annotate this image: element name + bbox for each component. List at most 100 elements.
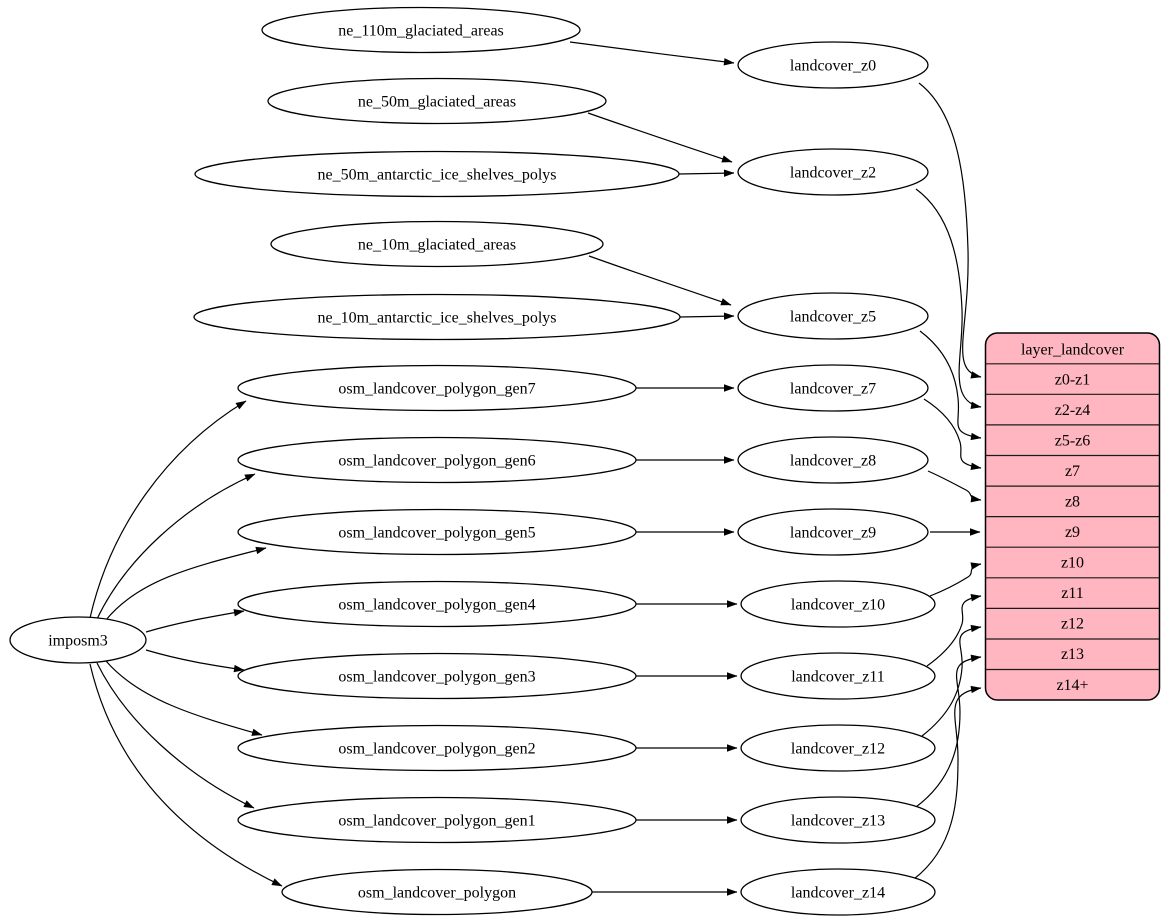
edge-ne50m-antarctic-to-z2	[678, 169, 735, 177]
node-landcover-z12-label: landcover_z12	[791, 741, 885, 758]
node-osm-landcover-polygon-gen5: osm_landcover_polygon_gen5	[237, 508, 637, 556]
edge-z2-to-row-z2-z4	[915, 188, 982, 409]
node-landcover-z0: landcover_z0	[737, 41, 929, 89]
node-landcover-z13: landcover_z13	[740, 796, 936, 844]
node-landcover-z9-shape	[737, 508, 929, 556]
node-landcover-z9-label: landcover_z9	[790, 525, 876, 542]
node-landcover-z11: landcover_z11	[740, 652, 936, 700]
node-landcover-z9: landcover_z9	[737, 508, 929, 556]
edge-z7-to-row-z7	[923, 398, 982, 470]
record-row-z12: z12	[1061, 616, 1084, 633]
edge-imposm3-to-gen1	[96, 662, 255, 809]
node-imposm3: imposm3	[9, 616, 147, 664]
record-row-z7: z7	[1065, 463, 1080, 480]
node-landcover-z5: landcover_z5	[737, 292, 929, 340]
node-landcover-z14-shape	[740, 868, 936, 916]
node-osm-landcover-polygon-gen6-shape	[237, 436, 637, 484]
node-landcover-z7-shape	[737, 364, 929, 412]
node-osm-landcover-polygon-gen1-label: osm_landcover_polygon_gen1	[338, 813, 535, 830]
record-row-z0-z1: z0-z1	[1055, 372, 1091, 389]
node-ne-50m-glaciated-areas-label: ne_50m_glaciated_areas	[358, 94, 516, 111]
node-ne-10m-antarctic-ice-shelves-polys: ne_10m_antarctic_ice_shelves_polys	[193, 293, 681, 341]
node-osm-landcover-polygon-label: osm_landcover_polygon	[358, 885, 516, 902]
edge-ne10m-antarctic-to-z5	[679, 312, 735, 320]
edge-imposm3-to-gen3	[145, 649, 245, 673]
node-landcover-z10-label: landcover_z10	[791, 597, 885, 614]
node-ne-10m-antarctic-ice-shelves-polys-label: ne_10m_antarctic_ice_shelves_polys	[317, 310, 556, 327]
node-landcover-z5-shape	[737, 292, 929, 340]
node-osm-landcover-polygon-gen3-shape	[237, 652, 637, 700]
node-osm-landcover-polygon-gen5-shape	[237, 508, 637, 556]
edge-ne50m-glaciated-to-z2	[587, 112, 733, 163]
node-landcover-z11-shape	[740, 652, 936, 700]
record-row-z2-z4: z2-z4	[1055, 402, 1091, 419]
record-row-z13: z13	[1061, 646, 1084, 663]
record-layer-landcover: layer_landcover z0-z1 z2-z4 z5-z6 z7 z8 …	[984, 332, 1161, 701]
edge-group	[89, 41, 982, 896]
edge-z11-to-row-z11	[926, 594, 982, 667]
edge-z12-to-row-z12	[921, 624, 982, 737]
edge-imposm3-to-gen7	[89, 400, 247, 619]
record-row-z10: z10	[1061, 555, 1084, 572]
edge-imposm3-to-gen2	[105, 660, 263, 736]
record-row-z9: z9	[1065, 524, 1080, 541]
node-landcover-z0-shape	[737, 41, 929, 89]
node-ne-110m-glaciated-areas-shape	[261, 6, 581, 54]
node-osm-landcover-polygon-gen2-label: osm_landcover_polygon_gen2	[338, 741, 535, 758]
record-row-z8: z8	[1065, 494, 1080, 511]
record-row-dividers	[985, 363, 1160, 671]
node-osm-landcover-polygon-gen1-shape	[237, 796, 637, 844]
node-osm-landcover-polygon-gen1: osm_landcover_polygon_gen1	[237, 796, 637, 844]
record-row-z14plus: z14+	[1056, 677, 1088, 694]
node-osm-landcover-polygon-gen7: osm_landcover_polygon_gen7	[237, 364, 637, 412]
node-landcover-z8-shape	[737, 436, 929, 484]
edge-imposm3-to-gen6	[96, 473, 256, 620]
edge-ne10m-glaciated-to-z5	[588, 255, 732, 306]
edge-ne110m-to-z0	[569, 41, 735, 66]
node-osm-landcover-polygon-gen4-shape	[237, 580, 637, 628]
node-osm-landcover-polygon-gen4: osm_landcover_polygon_gen4	[237, 580, 637, 628]
record-title: layer_landcover	[1021, 342, 1125, 359]
node-landcover-z10: landcover_z10	[740, 580, 936, 628]
node-ne-10m-glaciated-areas-shape	[270, 220, 604, 268]
edge-imposm3-to-gen5	[105, 546, 267, 621]
node-osm-landcover-polygon-gen2: osm_landcover_polygon_gen2	[237, 724, 637, 772]
node-osm-landcover-polygon-gen3: osm_landcover_polygon_gen3	[237, 652, 637, 700]
record-row-z11: z11	[1061, 585, 1084, 602]
node-osm-landcover-polygon-shape	[281, 868, 593, 916]
edge-z10-to-row-z10	[929, 562, 982, 597]
node-imposm3-shape	[9, 616, 147, 664]
node-landcover-z14-label: landcover_z14	[791, 885, 885, 902]
node-ne-50m-glaciated-areas: ne_50m_glaciated_areas	[267, 77, 607, 125]
node-landcover-z11-label: landcover_z11	[791, 669, 885, 686]
node-ne-10m-antarctic-ice-shelves-polys-shape	[193, 293, 681, 341]
node-landcover-z10-shape	[740, 580, 936, 628]
edge-z0-to-row-z0-z1	[918, 82, 982, 379]
node-landcover-z13-label: landcover_z13	[791, 813, 885, 830]
node-landcover-z12: landcover_z12	[740, 724, 936, 772]
node-landcover-z8-label: landcover_z8	[790, 453, 876, 470]
record-row-z5-z6: z5-z6	[1055, 433, 1091, 450]
node-osm-landcover-polygon-gen2-shape	[237, 724, 637, 772]
node-ne-10m-glaciated-areas-label: ne_10m_glaciated_areas	[358, 237, 516, 254]
node-osm-landcover-polygon-gen7-shape	[237, 364, 637, 412]
edge-imposm3-to-polygon	[89, 663, 283, 887]
edge-imposm3-to-gen4	[145, 609, 245, 633]
node-landcover-z12-shape	[740, 724, 936, 772]
node-landcover-z2: landcover_z2	[737, 148, 929, 196]
node-landcover-z2-label: landcover_z2	[790, 165, 876, 182]
node-ne-50m-antarctic-ice-shelves-polys: ne_50m_antarctic_ice_shelves_polys	[194, 150, 680, 198]
node-landcover-z13-shape	[740, 796, 936, 844]
node-ne-110m-glaciated-areas: ne_110m_glaciated_areas	[261, 6, 581, 54]
edge-z13-to-row-z13	[915, 654, 982, 808]
node-landcover-z2-shape	[737, 148, 929, 196]
node-ne-50m-antarctic-ice-shelves-polys-shape	[194, 150, 680, 198]
node-landcover-z5-label: landcover_z5	[790, 309, 876, 326]
edge-z14-to-row-z14plus	[913, 685, 982, 880]
node-imposm3-label: imposm3	[48, 633, 108, 650]
node-landcover-z14: landcover_z14	[740, 868, 936, 916]
edge-z8-to-row-z8	[927, 470, 982, 503]
edge-z5-to-row-z5-z6	[919, 330, 982, 441]
node-osm-landcover-polygon: osm_landcover_polygon	[281, 868, 593, 916]
